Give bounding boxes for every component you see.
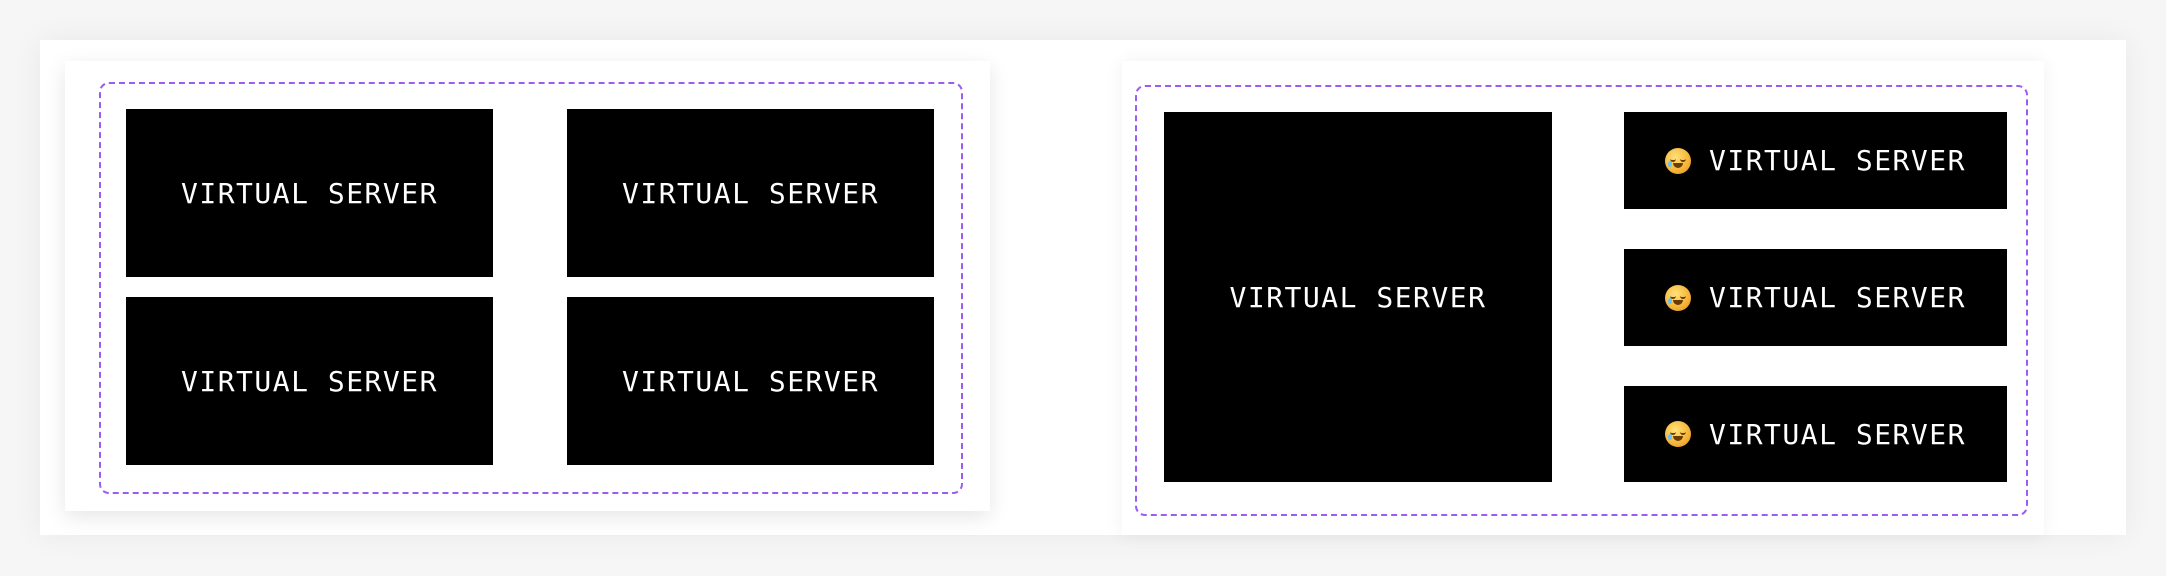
server-label: VIRTUAL SERVER (1708, 144, 1966, 177)
virtual-server-box: VIRTUAL SERVER (567, 109, 934, 277)
server-label: VIRTUAL SERVER (1708, 417, 1966, 451)
crying-face-icon (1664, 284, 1691, 311)
virtual-server-box: VIRTUAL SERVER (1624, 386, 2007, 482)
server-label: VIRTUAL SERVER (621, 364, 879, 398)
virtual-server-box: VIRTUAL SERVER (126, 297, 493, 465)
right-diagram-panel: VIRTUAL SERVER VIRTUAL SERVER VIRTUAL SE… (1122, 61, 2044, 535)
crying-face-icon (1664, 147, 1691, 174)
main-virtual-server-box: VIRTUAL SERVER (1164, 112, 1552, 482)
left-cluster-boundary: VIRTUAL SERVER VIRTUAL SERVER VIRTUAL SE… (99, 82, 963, 494)
diagram-canvas: VIRTUAL SERVER VIRTUAL SERVER VIRTUAL SE… (40, 40, 2126, 535)
virtual-server-box: VIRTUAL SERVER (126, 109, 493, 277)
virtual-server-box: VIRTUAL SERVER (1624, 249, 2007, 346)
right-cluster-boundary: VIRTUAL SERVER VIRTUAL SERVER VIRTUAL SE… (1135, 85, 2028, 516)
virtual-server-box: VIRTUAL SERVER (1624, 112, 2007, 209)
left-diagram-panel: VIRTUAL SERVER VIRTUAL SERVER VIRTUAL SE… (65, 61, 990, 511)
server-label: VIRTUAL SERVER (1229, 280, 1487, 314)
server-label: VIRTUAL SERVER (180, 176, 438, 210)
virtual-server-box: VIRTUAL SERVER (567, 297, 934, 465)
server-label: VIRTUAL SERVER (621, 176, 879, 210)
server-label: VIRTUAL SERVER (180, 364, 438, 398)
server-label: VIRTUAL SERVER (1708, 281, 1966, 314)
crying-face-icon (1664, 421, 1691, 447)
